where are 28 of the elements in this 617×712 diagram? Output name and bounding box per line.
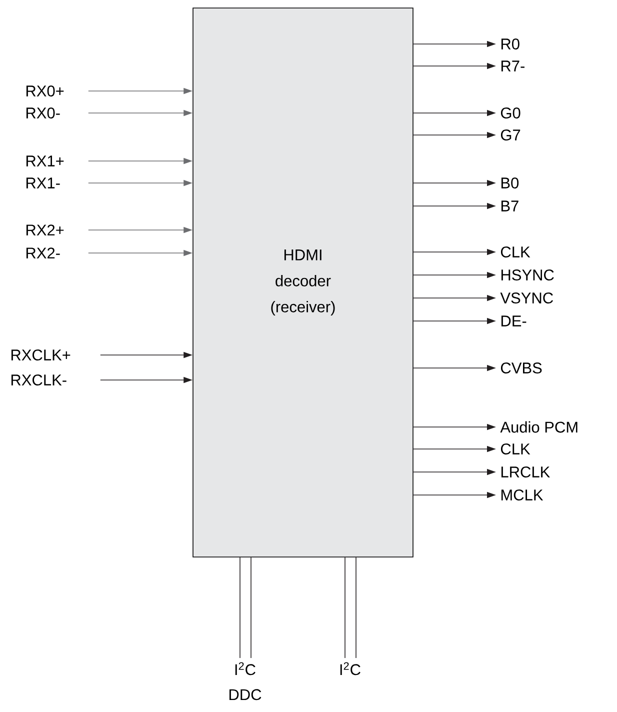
signal-label: MCLK — [501, 490, 544, 500]
signal-label: CVBS — [500, 362, 542, 374]
signal-label: CLK — [500, 246, 530, 258]
signal-label: HSYNC — [501, 270, 554, 280]
signal-label: RX1- — [26, 178, 60, 188]
signal-label: RX2+ — [26, 224, 64, 236]
signal-label: RX1+ — [26, 156, 64, 166]
signal-label: LRCLK — [501, 466, 550, 478]
signal-label: RX2- — [26, 248, 60, 258]
signal-label: DE- — [501, 316, 526, 326]
signal-label: CLK — [500, 444, 530, 454]
signal-label: RX0- — [26, 108, 60, 118]
bus-label: I$^{2}$C DDC — [229, 662, 262, 700]
decoder-box: HDMI decoder (receiver) — [192, 8, 414, 558]
signal-label: G7 — [500, 130, 520, 140]
signal-label: RXCLK- — [11, 374, 66, 386]
signal-label: G0 — [500, 108, 520, 118]
bus-line — [344, 557, 346, 658]
signal-label: R7- — [501, 60, 524, 72]
signal-label: RXCLK+ — [11, 350, 70, 360]
bus-label: I$^{2}$C — [340, 662, 360, 676]
signal-label: Audio PCM — [500, 421, 578, 433]
bus-line — [250, 557, 252, 658]
signal-label: B0 — [501, 178, 519, 188]
signal-label: VSYNC — [500, 292, 553, 304]
signal-label: RX0+ — [26, 86, 64, 96]
signal-label: R0 — [501, 38, 520, 50]
signal-label: B7 — [501, 200, 518, 212]
